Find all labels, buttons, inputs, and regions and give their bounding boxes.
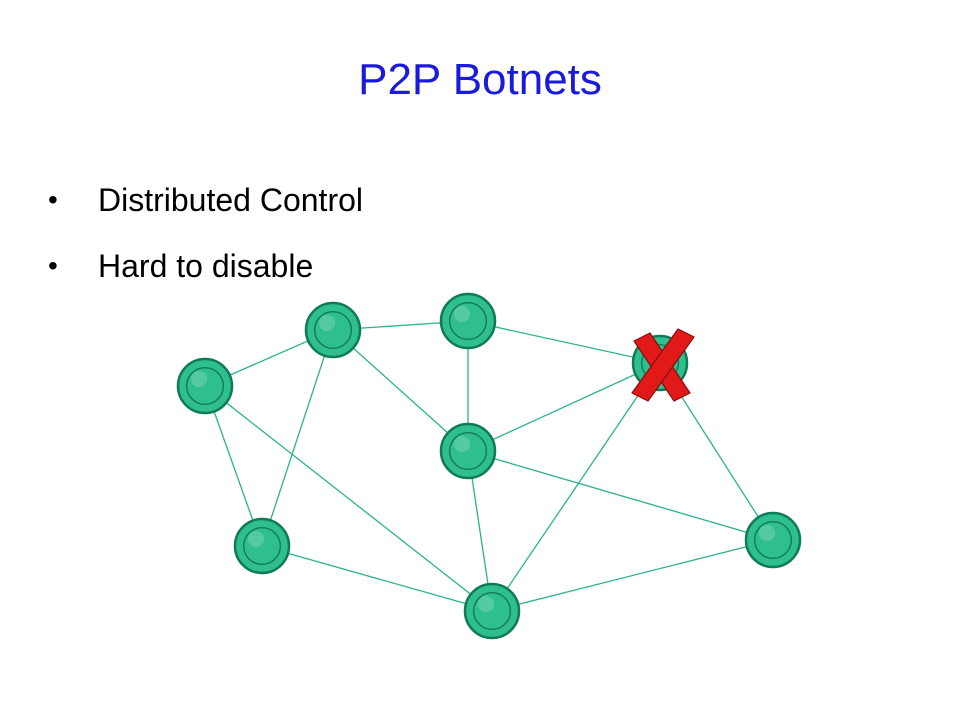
bot-node: [463, 582, 521, 640]
slide-title: P2P Botnets: [358, 55, 602, 104]
bullet-marker: •: [48, 250, 58, 281]
bullet-list: • Distributed Control • Hard to disable: [48, 180, 363, 312]
network-link: [491, 362, 661, 612]
bullet-text: Distributed Control: [98, 182, 363, 218]
nodes-layer: [176, 292, 802, 640]
markers-layer: [631, 328, 695, 402]
bullet-item: • Hard to disable: [48, 246, 363, 286]
network-link: [491, 539, 774, 612]
network-link: [261, 545, 493, 612]
network-link: [332, 329, 469, 452]
network-link: [204, 385, 263, 547]
bullet-marker: •: [48, 184, 58, 215]
network-link: [261, 329, 334, 547]
bullet-item: • Distributed Control: [48, 180, 363, 220]
bot-node: [744, 511, 802, 569]
network-link: [467, 362, 661, 452]
disabled-x-icon: [631, 328, 695, 402]
bot-node: [439, 292, 497, 350]
bot-node: [439, 422, 497, 480]
bot-node: [233, 517, 291, 575]
bot-node: [176, 357, 234, 415]
network-link: [204, 385, 493, 612]
network-link: [467, 320, 661, 364]
bot-node: [304, 301, 362, 359]
bullet-text: Hard to disable: [98, 248, 314, 284]
network-link: [467, 450, 774, 541]
